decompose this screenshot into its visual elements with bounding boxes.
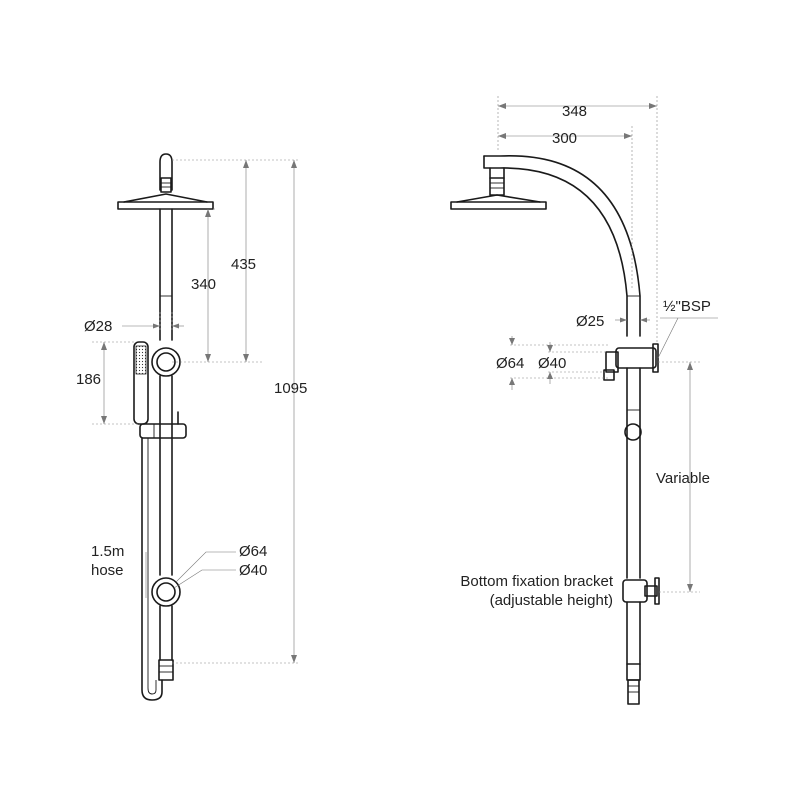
side-slider-knob	[624, 423, 642, 441]
hose-label-line1: 1.5m	[91, 543, 124, 560]
hose-label-line2: hose	[91, 562, 124, 579]
front-arm-tip	[159, 153, 173, 191]
front-head-connector	[160, 177, 172, 193]
front-shower-head	[117, 201, 214, 210]
side-shower-head	[450, 201, 547, 210]
dim-overall-projection-label: 348	[562, 103, 587, 120]
side-flange-outer-diameter-label: Ø64	[496, 355, 524, 372]
front-bottom-connector	[158, 659, 174, 681]
dim-rail-diameter-label: Ø28	[84, 318, 112, 335]
dim-arm-length-label: 340	[191, 276, 216, 293]
side-bottom-bracket	[622, 579, 648, 603]
front-flange-outer-diameter-label: Ø64	[239, 543, 267, 560]
side-bottom-connector	[626, 663, 641, 681]
side-view: 348 300 Ø25 ½"BSP Ø64 Ø40 Variable Botto…	[450, 96, 718, 705]
dim-overall-height-label: 1095	[274, 380, 307, 397]
dim-arm-diameter-label: Ø25	[576, 313, 604, 330]
side-top-bracket-knob	[605, 351, 619, 373]
dim-head-to-bracket-label: 435	[231, 256, 256, 273]
side-head-connector	[489, 177, 505, 196]
bracket-label-line1: Bottom fixation bracket	[460, 573, 613, 590]
side-curved-arm	[483, 155, 641, 337]
side-flange-inner-diameter-label: Ø40	[538, 355, 566, 372]
side-bottom-wall-plate	[654, 577, 660, 605]
front-flange-inner-diameter-label: Ø40	[239, 562, 267, 579]
bracket-label-line2: (adjustable height)	[490, 592, 613, 609]
front-hose	[141, 437, 163, 701]
dim-head-projection-label: 300	[552, 130, 577, 147]
thread-size-label: ½"BSP	[663, 298, 711, 315]
variable-label: Variable	[656, 470, 710, 487]
side-top-bracket	[615, 347, 657, 369]
dim-handshower-length-label: 186	[76, 371, 101, 388]
front-slide-holder	[139, 423, 187, 439]
front-bottom-flange	[151, 577, 181, 607]
front-view: 1095 435 340 Ø28 186 1.5m hose Ø64 Ø40	[76, 153, 307, 701]
